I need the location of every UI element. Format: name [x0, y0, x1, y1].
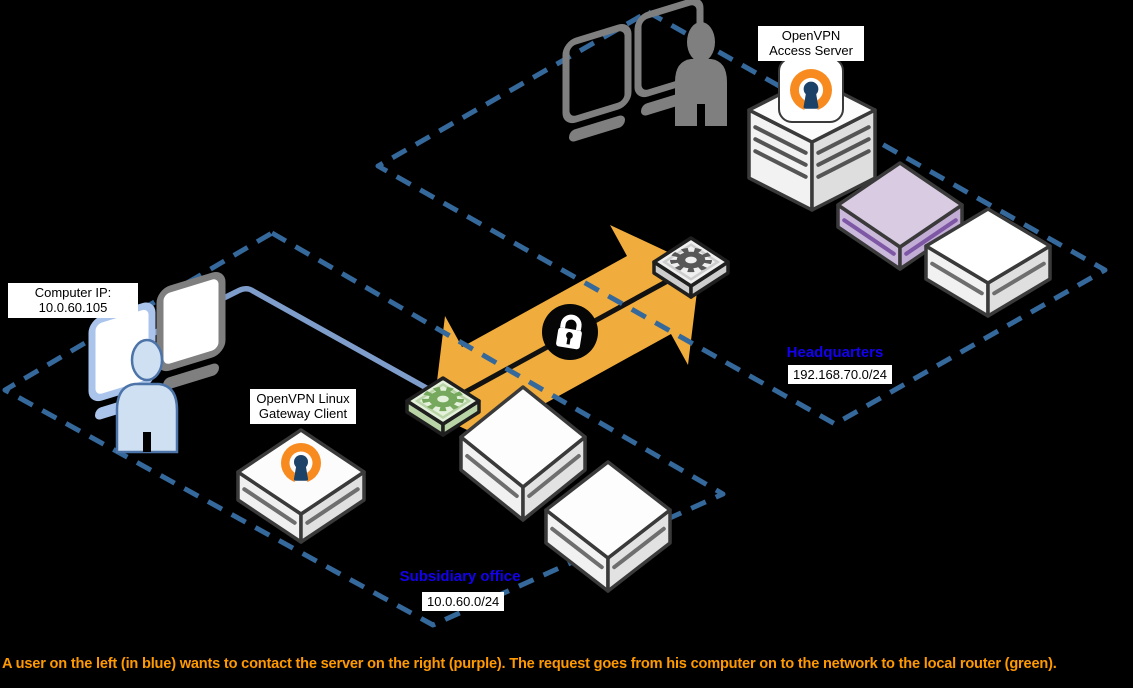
computer-ip-label-line2: 10.0.60.105 [38, 300, 108, 316]
access-server-label-line1: OpenVPN [781, 28, 841, 43]
box-top-face [459, 385, 587, 489]
computer-ip-label: Computer IP: 10.0.60.105 [8, 283, 138, 318]
user-icon [115, 338, 179, 454]
branch-user-workstation [88, 271, 226, 454]
access-server-label: OpenVPN Access Server [758, 26, 864, 61]
box-top-face [924, 207, 1052, 285]
subsidiary-server-box-b [544, 460, 672, 593]
openvpn-logo-icon [790, 69, 832, 113]
vent-line [816, 137, 871, 167]
purple-target-server-box [836, 161, 964, 271]
openvpn-logo-parts [790, 69, 832, 113]
gateway-client-label-line2: Gateway Client [258, 406, 348, 422]
hq-workstation [562, 0, 727, 142]
gear-body [428, 390, 458, 408]
headquarters-subnet-label: 192.168.70.0/24 [788, 365, 892, 385]
vent-line [816, 125, 871, 155]
headquarters-network-border [375, 9, 1108, 427]
openvpn-logo-parts [281, 443, 321, 484]
keyhole-stem [803, 92, 819, 109]
box-top-face [544, 460, 672, 560]
vent-line [753, 149, 808, 179]
vent-line [305, 487, 360, 525]
vent-line [930, 261, 984, 296]
gateway-client-label: OpenVPN Linux Gateway Client [250, 389, 356, 424]
user-icon [675, 22, 727, 126]
vent-line [612, 526, 666, 570]
vent-line [242, 487, 297, 525]
computer-to-router-connector [101, 286, 433, 393]
vent-line [550, 526, 604, 570]
computer-icon [562, 23, 632, 142]
computer-ip-label-line1: Computer IP: [34, 285, 112, 300]
openvpn-access-server-badge [778, 57, 844, 123]
subsidiary-subnet-label: 10.0.60.0/24 [422, 592, 505, 612]
subsidiary-network-border [2, 230, 726, 628]
gateway-client-label-line1: OpenVPN Linux [256, 391, 350, 406]
green-router-icon [405, 376, 481, 437]
gear-teeth [670, 247, 712, 273]
subsidiary-server-box-a [459, 385, 587, 522]
vent-line [816, 149, 871, 179]
gray-router-icon [652, 236, 730, 299]
gear-icon [670, 247, 712, 273]
vent-line [465, 454, 519, 498]
diagram-caption: A user on the left (in blue) wants to co… [2, 656, 1057, 672]
vent-line [992, 261, 1046, 296]
access-server-label-line2: Access Server [769, 43, 853, 59]
gear-body [676, 251, 706, 269]
openvpn-logo-icon [281, 443, 321, 484]
vent-line [527, 454, 581, 498]
router-top [405, 376, 481, 426]
lock-icon [542, 304, 598, 360]
gear-icon [422, 386, 464, 412]
router-top [652, 236, 730, 288]
vent-line [753, 125, 808, 155]
computer-icon [156, 271, 226, 390]
vent-line [753, 137, 808, 167]
hq-server-box [924, 207, 1052, 318]
subsidiary-title: Subsidiary office [399, 568, 521, 585]
vent-line [842, 218, 896, 256]
headquarters-title: Headquarters [786, 344, 884, 361]
box-top-face [836, 161, 964, 249]
keyhole-stem [293, 465, 309, 481]
vent-line [904, 218, 958, 256]
gear-teeth [422, 386, 464, 412]
